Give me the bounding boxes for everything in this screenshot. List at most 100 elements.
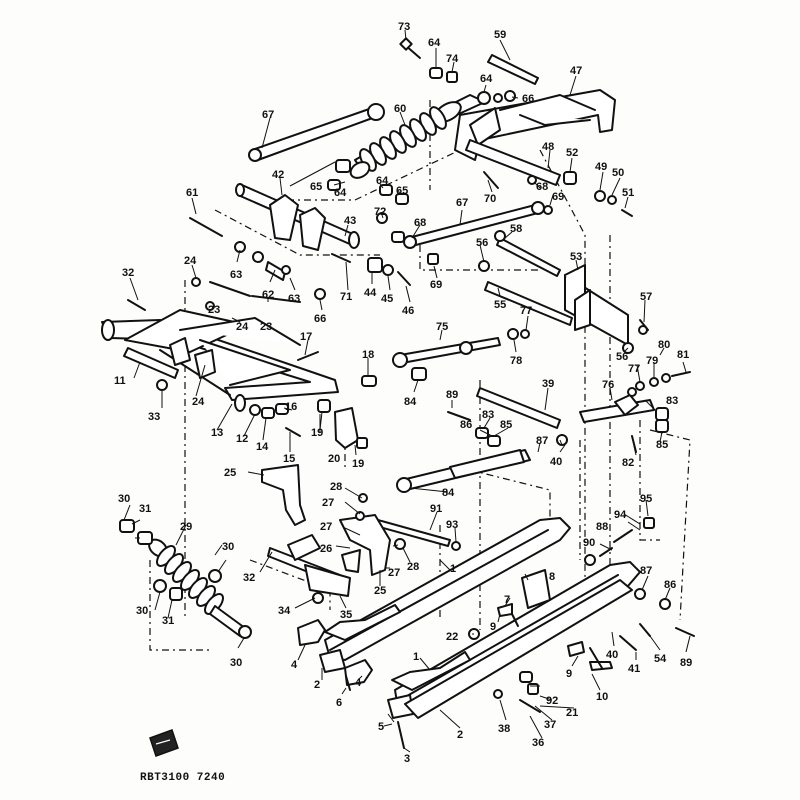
callout-66: 66 — [314, 313, 326, 325]
callout-26: 26 — [320, 543, 332, 555]
callout-89: 89 — [680, 657, 692, 669]
callout-90: 90 — [583, 537, 595, 549]
damper-84 — [396, 449, 531, 493]
callout-21: 21 — [566, 707, 578, 719]
callout-10: 10 — [596, 691, 608, 703]
cover-4-left — [297, 619, 326, 646]
callout-6: 6 — [336, 697, 342, 709]
stopper-8 — [521, 569, 551, 609]
callout-19: 19 — [311, 427, 323, 439]
callout-14: 14 — [256, 441, 269, 453]
mount-bracket — [564, 264, 629, 346]
callout-25: 25 — [224, 467, 236, 479]
callout-89: 89 — [446, 389, 458, 401]
callout-43: 43 — [344, 215, 356, 227]
callout-93: 93 — [446, 519, 458, 531]
callout-64: 64 — [334, 187, 347, 199]
callout-64: 64 — [480, 73, 493, 85]
callout-45: 45 — [381, 293, 393, 305]
callout-94: 94 — [614, 509, 627, 521]
callout-1: 1 — [413, 651, 419, 663]
callout-84: 84 — [404, 396, 417, 408]
callout-28: 28 — [407, 561, 419, 573]
callout-95: 95 — [640, 493, 652, 505]
callout-29: 29 — [180, 521, 192, 533]
callout-37: 37 — [544, 719, 556, 731]
callout-28: 28 — [330, 481, 342, 493]
callout-58: 58 — [510, 223, 522, 235]
callout-85: 85 — [656, 439, 668, 451]
callout-34: 34 — [278, 605, 291, 617]
callout-68: 68 — [414, 217, 426, 229]
callout-9: 9 — [490, 621, 496, 633]
callout-35: 35 — [340, 609, 352, 621]
callout-27: 27 — [388, 567, 400, 579]
callout-2: 2 — [314, 679, 320, 691]
callout-64: 64 — [428, 37, 441, 49]
callout-40: 40 — [606, 649, 618, 661]
callout-3: 3 — [404, 753, 410, 765]
callout-27: 27 — [322, 497, 334, 509]
callout-53: 53 — [570, 251, 582, 263]
callout-51: 51 — [622, 187, 634, 199]
callout-77: 77 — [520, 305, 532, 317]
callout-31: 31 — [162, 615, 174, 627]
callout-80: 80 — [658, 339, 670, 351]
callout-38: 38 — [498, 723, 510, 735]
callout-4: 4 — [355, 677, 362, 689]
leader-lines — [123, 29, 691, 753]
cover-4-right — [344, 659, 373, 686]
brand-logo — [149, 729, 179, 757]
callout-30: 30 — [230, 657, 242, 669]
callout-47: 47 — [570, 65, 582, 77]
callout-83: 83 — [666, 395, 678, 407]
callout-2: 2 — [457, 729, 463, 741]
callout-7: 7 — [504, 594, 510, 606]
callout-62: 62 — [262, 289, 274, 301]
callout-69: 69 — [552, 191, 564, 203]
callout-67: 67 — [456, 197, 468, 209]
callout-30: 30 — [118, 493, 130, 505]
callout-74: 74 — [446, 53, 459, 65]
slide-rail-upper — [319, 517, 571, 673]
callout-46: 46 — [402, 305, 414, 317]
callout-85: 85 — [500, 419, 512, 431]
bracket-20 — [334, 407, 359, 449]
callout-13: 13 — [211, 427, 223, 439]
callout-55: 55 — [494, 299, 506, 311]
shaft-39 — [476, 387, 561, 429]
callout-39: 39 — [542, 378, 554, 390]
callout-50: 50 — [612, 167, 624, 179]
callout-70: 70 — [484, 193, 496, 205]
callout-63: 63 — [288, 293, 300, 305]
callout-92: 92 — [546, 695, 558, 707]
callout-66: 66 — [522, 93, 534, 105]
callout-48: 48 — [542, 141, 554, 153]
callout-81: 81 — [677, 349, 689, 361]
callout-56: 56 — [476, 237, 488, 249]
front-arm-frame — [101, 309, 339, 412]
front-shock-absorber — [148, 538, 252, 639]
callout-19: 19 — [352, 458, 364, 470]
callout-18: 18 — [362, 349, 374, 361]
guard-25 — [261, 464, 306, 526]
callout-91: 91 — [430, 503, 442, 515]
callout-75: 75 — [436, 321, 448, 333]
callout-40: 40 — [550, 456, 562, 468]
shaft-58 — [496, 237, 561, 277]
callout-36: 36 — [532, 737, 544, 749]
callout-32: 32 — [122, 267, 134, 279]
callout-78: 78 — [510, 355, 522, 367]
callout-11: 11 — [114, 375, 126, 387]
callout-68: 68 — [536, 181, 548, 193]
callout-23: 23 — [208, 304, 220, 316]
callout-23: 23 — [260, 321, 272, 333]
callout-86: 86 — [664, 579, 676, 591]
hardware — [119, 37, 695, 749]
callout-24: 24 — [192, 396, 205, 408]
callout-86: 86 — [460, 419, 472, 431]
callout-77: 77 — [628, 363, 640, 375]
callout-31: 31 — [139, 503, 151, 515]
